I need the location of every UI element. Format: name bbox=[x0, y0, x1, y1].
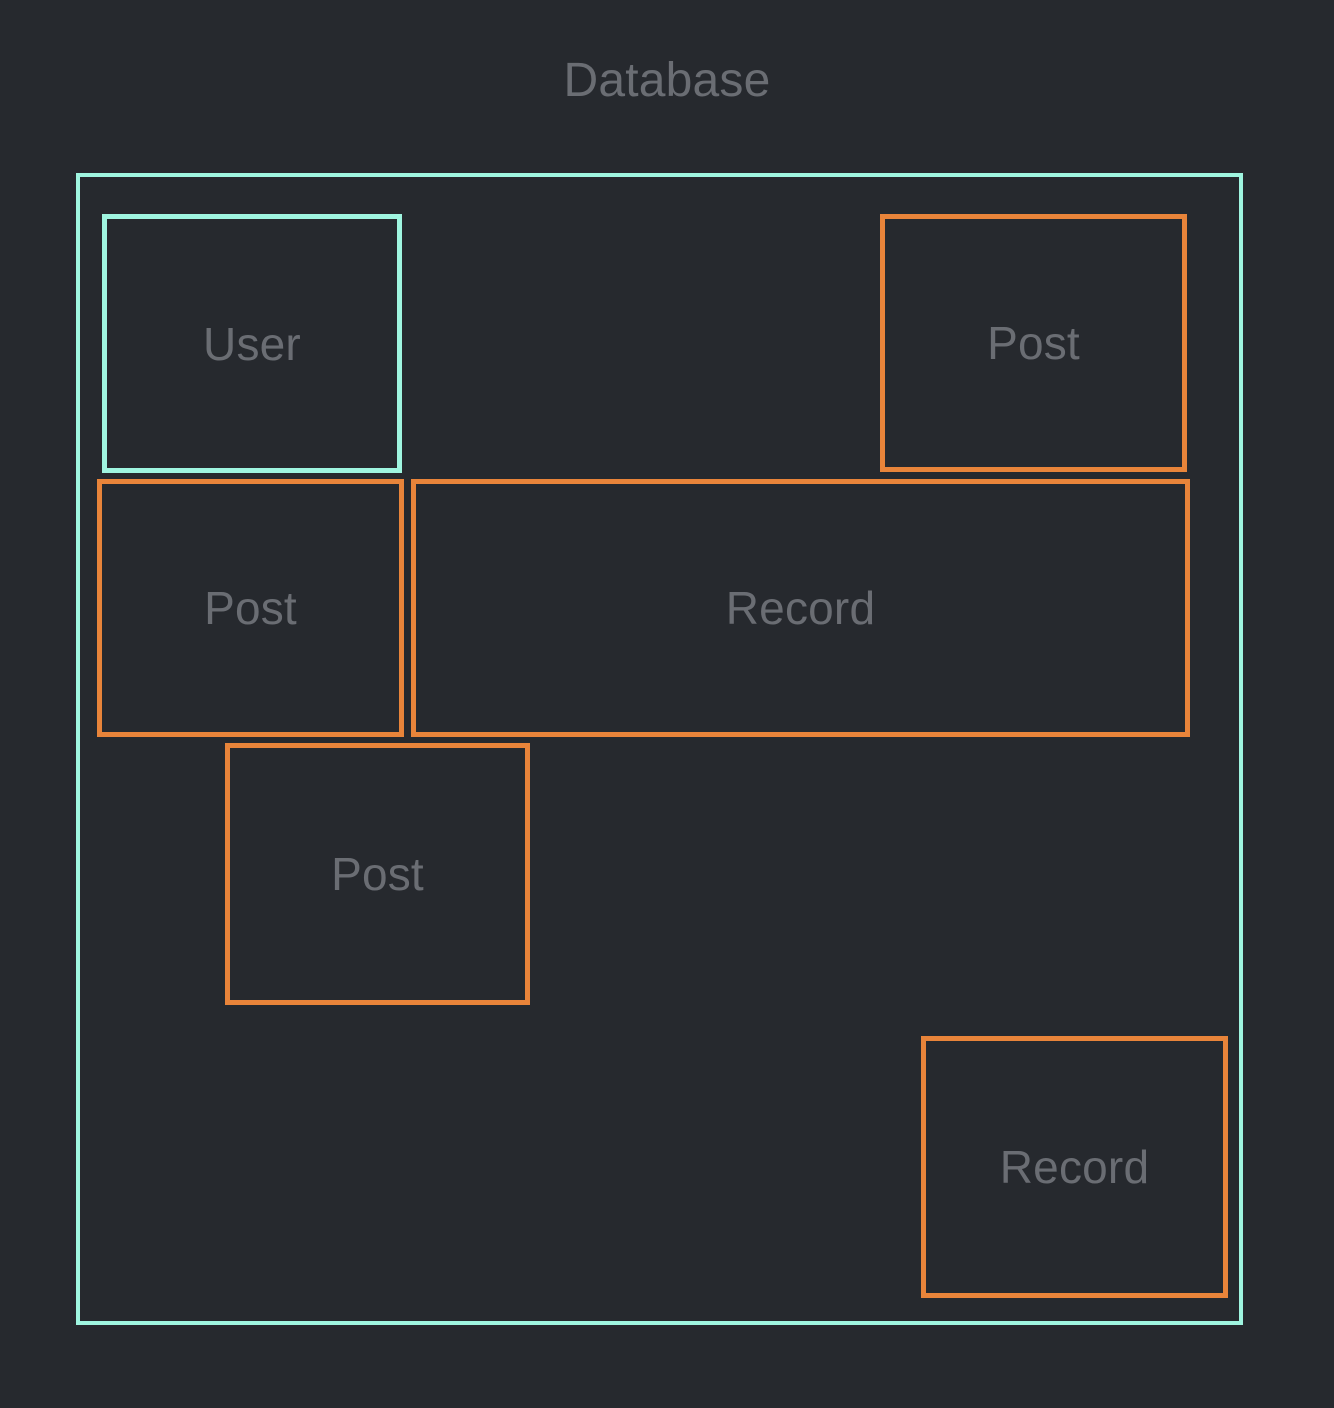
entity-node-record-3[interactable]: Record bbox=[411, 479, 1190, 737]
entity-node-label: Post bbox=[331, 848, 424, 900]
entity-node-label: Post bbox=[987, 317, 1080, 369]
entity-node-user-0[interactable]: User bbox=[102, 214, 402, 473]
entity-node-record-5[interactable]: Record bbox=[921, 1036, 1228, 1298]
entity-node-label: Record bbox=[725, 582, 876, 634]
entity-node-label: Record bbox=[999, 1141, 1150, 1193]
entity-node-label: User bbox=[203, 317, 301, 370]
entity-node-post-4[interactable]: Post bbox=[225, 743, 530, 1005]
entity-node-post-1[interactable]: Post bbox=[880, 214, 1187, 472]
entity-node-post-2[interactable]: Post bbox=[97, 479, 404, 737]
entity-node-label: Post bbox=[204, 582, 297, 634]
page-title: Database bbox=[563, 54, 771, 107]
database-container[interactable] bbox=[76, 173, 1243, 1325]
